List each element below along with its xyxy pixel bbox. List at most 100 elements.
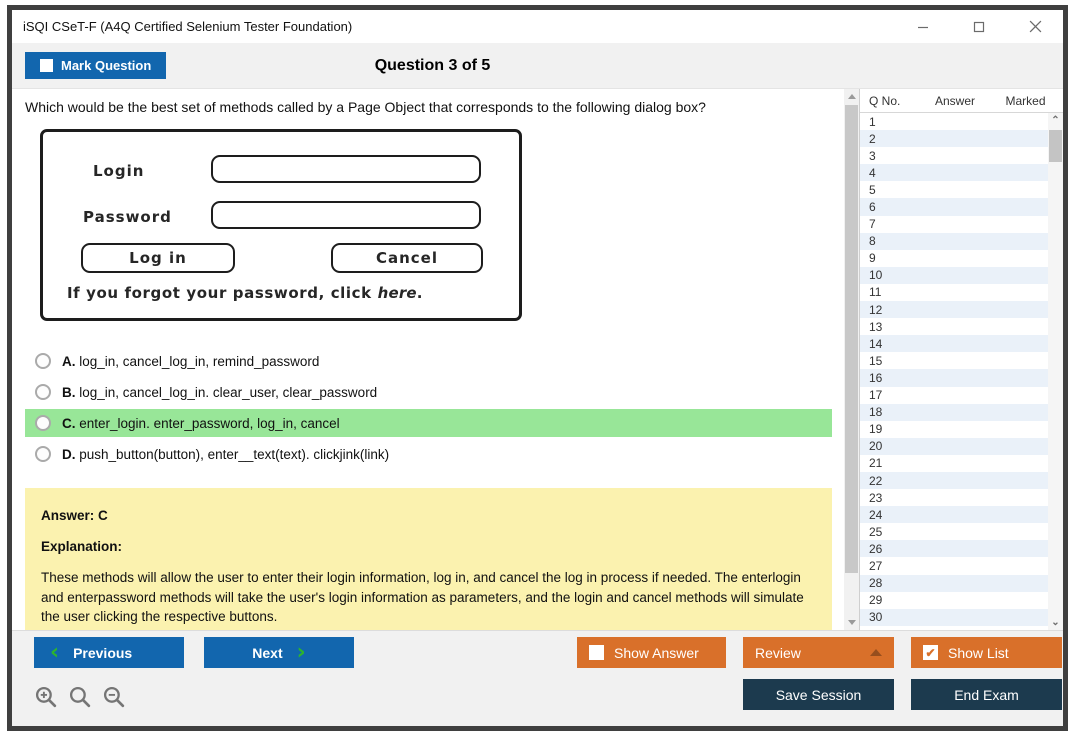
list-scroll-down-arrow[interactable]: ⌄ [1051,617,1060,628]
next-button[interactable]: Next › [204,637,354,668]
dialog-password-label: Password [83,208,172,226]
radio-option-c[interactable] [35,415,51,431]
question-list-row[interactable]: 26 [860,540,1048,558]
explanation-label: Explanation: [41,539,123,554]
question-list-row[interactable]: 16 [860,369,1048,387]
radio-option-a[interactable] [35,353,51,369]
question-list-row[interactable]: 12 [860,301,1048,319]
option-b-text: B. log_in, cancel_log_in. clear_user, cl… [62,384,378,400]
mark-question-checkbox[interactable] [40,59,53,72]
question-list-row[interactable]: 5 [869,182,876,197]
dialog-login-button: Log in [81,243,235,273]
question-list-row[interactable]: 8 [860,232,1048,250]
dialog-here-link: here [377,284,417,302]
question-list-row[interactable]: 23 [869,490,883,505]
question-list-row[interactable]: 24 [860,506,1048,524]
dialog-login-input [211,155,481,183]
header-marked: Marked [1005,93,1046,108]
question-list-row[interactable]: 28 [860,574,1048,592]
dialog-forgot-text: If you forgot your password, click here. [67,284,424,302]
question-panel: Which would be the best set of methods c… [12,89,844,630]
save-session-button[interactable]: Save Session [743,679,894,710]
show-list-checkbox[interactable]: ✔ [923,645,938,660]
window-controls [895,10,1063,43]
question-list-row[interactable]: 21 [869,456,883,471]
end-exam-button[interactable]: End Exam [911,679,1062,710]
minimize-button[interactable] [895,10,951,43]
question-list-row[interactable]: 14 [860,335,1048,353]
question-list-row[interactable]: 20 [860,437,1048,455]
question-list-scrollbar[interactable]: ⌃ ⌄ [1048,113,1063,630]
header-bar: Mark Question Question 3 of 5 [12,43,1063,89]
close-button[interactable] [1007,10,1063,43]
option-d-text: D. push_button(button), enter__text(text… [62,446,390,462]
question-list-row[interactable]: 13 [869,319,883,334]
question-list-row[interactable]: 2 [860,130,1048,148]
app-window: iSQI CSeT-F (A4Q Certified Selenium Test… [7,5,1068,731]
main-scrollbar-thumb[interactable] [845,105,858,573]
question-list-row[interactable]: 4 [860,164,1048,182]
option-row-b[interactable]: B. log_in, cancel_log_in. clear_user, cl… [25,378,844,406]
question-list-row[interactable]: 29 [869,593,883,608]
show-answer-checkbox[interactable] [589,645,604,660]
previous-label: Previous [73,644,133,661]
window-title: iSQI CSeT-F (A4Q Certified Selenium Test… [23,19,353,34]
option-row-d[interactable]: D. push_button(button), enter__text(text… [25,440,844,468]
question-list-row[interactable]: 11 [869,285,882,300]
header-answer: Answer [934,93,975,108]
question-list-row[interactable]: 15 [869,353,883,368]
main-scrollbar[interactable] [844,89,859,630]
content-area: Which would be the best set of methods c… [12,89,1063,630]
list-scroll-up-arrow[interactable]: ⌃ [1051,115,1060,126]
question-list-row[interactable]: 3 [869,148,876,163]
list-scrollbar-thumb[interactable] [1049,130,1062,162]
zoom-tools [34,685,127,710]
question-list-row[interactable]: 9 [869,251,876,266]
zoom-out-icon[interactable] [102,685,127,710]
option-row-c-correct[interactable]: C. enter_login. enter_password, log_in, … [25,409,832,437]
option-row-a[interactable]: A. log_in, cancel_log_in, remind_passwor… [25,347,844,375]
review-label: Review [755,644,801,661]
close-icon [1029,20,1041,33]
options-list: A. log_in, cancel_log_in, remind_passwor… [25,347,844,468]
question-list-row[interactable]: 1 [869,114,876,129]
question-text: Which would be the best set of methods c… [25,99,706,115]
answer-line: Answer: C [41,508,108,523]
question-list-row[interactable]: 7 [869,217,876,232]
question-list-row[interactable]: 6 [860,198,1048,216]
mark-question-button[interactable]: Mark Question [25,52,167,79]
question-list-row[interactable]: 18 [860,403,1048,421]
maximize-button[interactable] [951,10,1007,43]
show-list-label: Show List [948,644,1009,661]
title-bar: iSQI CSeT-F (A4Q Certified Selenium Test… [12,10,1063,43]
show-list-button[interactable]: ✔ Show List [911,637,1062,668]
zoom-in-icon[interactable] [34,685,59,710]
maximize-icon [973,21,985,32]
dialog-password-input [211,201,481,229]
option-c-text: C. enter_login. enter_password, log_in, … [62,415,340,431]
end-exam-label: End Exam [954,686,1019,703]
scroll-up-arrow[interactable] [844,89,859,104]
question-list-row[interactable]: 27 [869,558,883,573]
question-list-row[interactable]: 17 [869,388,883,403]
review-button[interactable]: Review [743,637,894,668]
save-session-label: Save Session [775,686,862,703]
question-list-header: Q No. Answer Marked [860,89,1063,113]
previous-button[interactable]: ‹ Previous [34,637,184,668]
radio-option-b[interactable] [35,384,51,400]
radio-option-d[interactable] [35,446,51,462]
question-list-row[interactable]: 22 [860,471,1048,490]
minimize-icon [918,26,928,28]
scroll-down-arrow[interactable] [844,615,859,630]
dialog-box-illustration: Login Password Log in Cancel If you forg… [40,129,522,321]
question-counter: Question 3 of 5 [374,56,491,74]
search-icon[interactable] [68,685,93,710]
question-list-row[interactable]: 19 [869,422,883,437]
question-list-row[interactable]: 30 [860,608,1048,626]
question-list-row[interactable]: 10 [860,266,1048,284]
show-answer-button[interactable]: Show Answer [577,637,726,668]
mark-question-label: Mark Question [61,58,152,73]
question-list-row[interactable]: 25 [869,524,883,539]
